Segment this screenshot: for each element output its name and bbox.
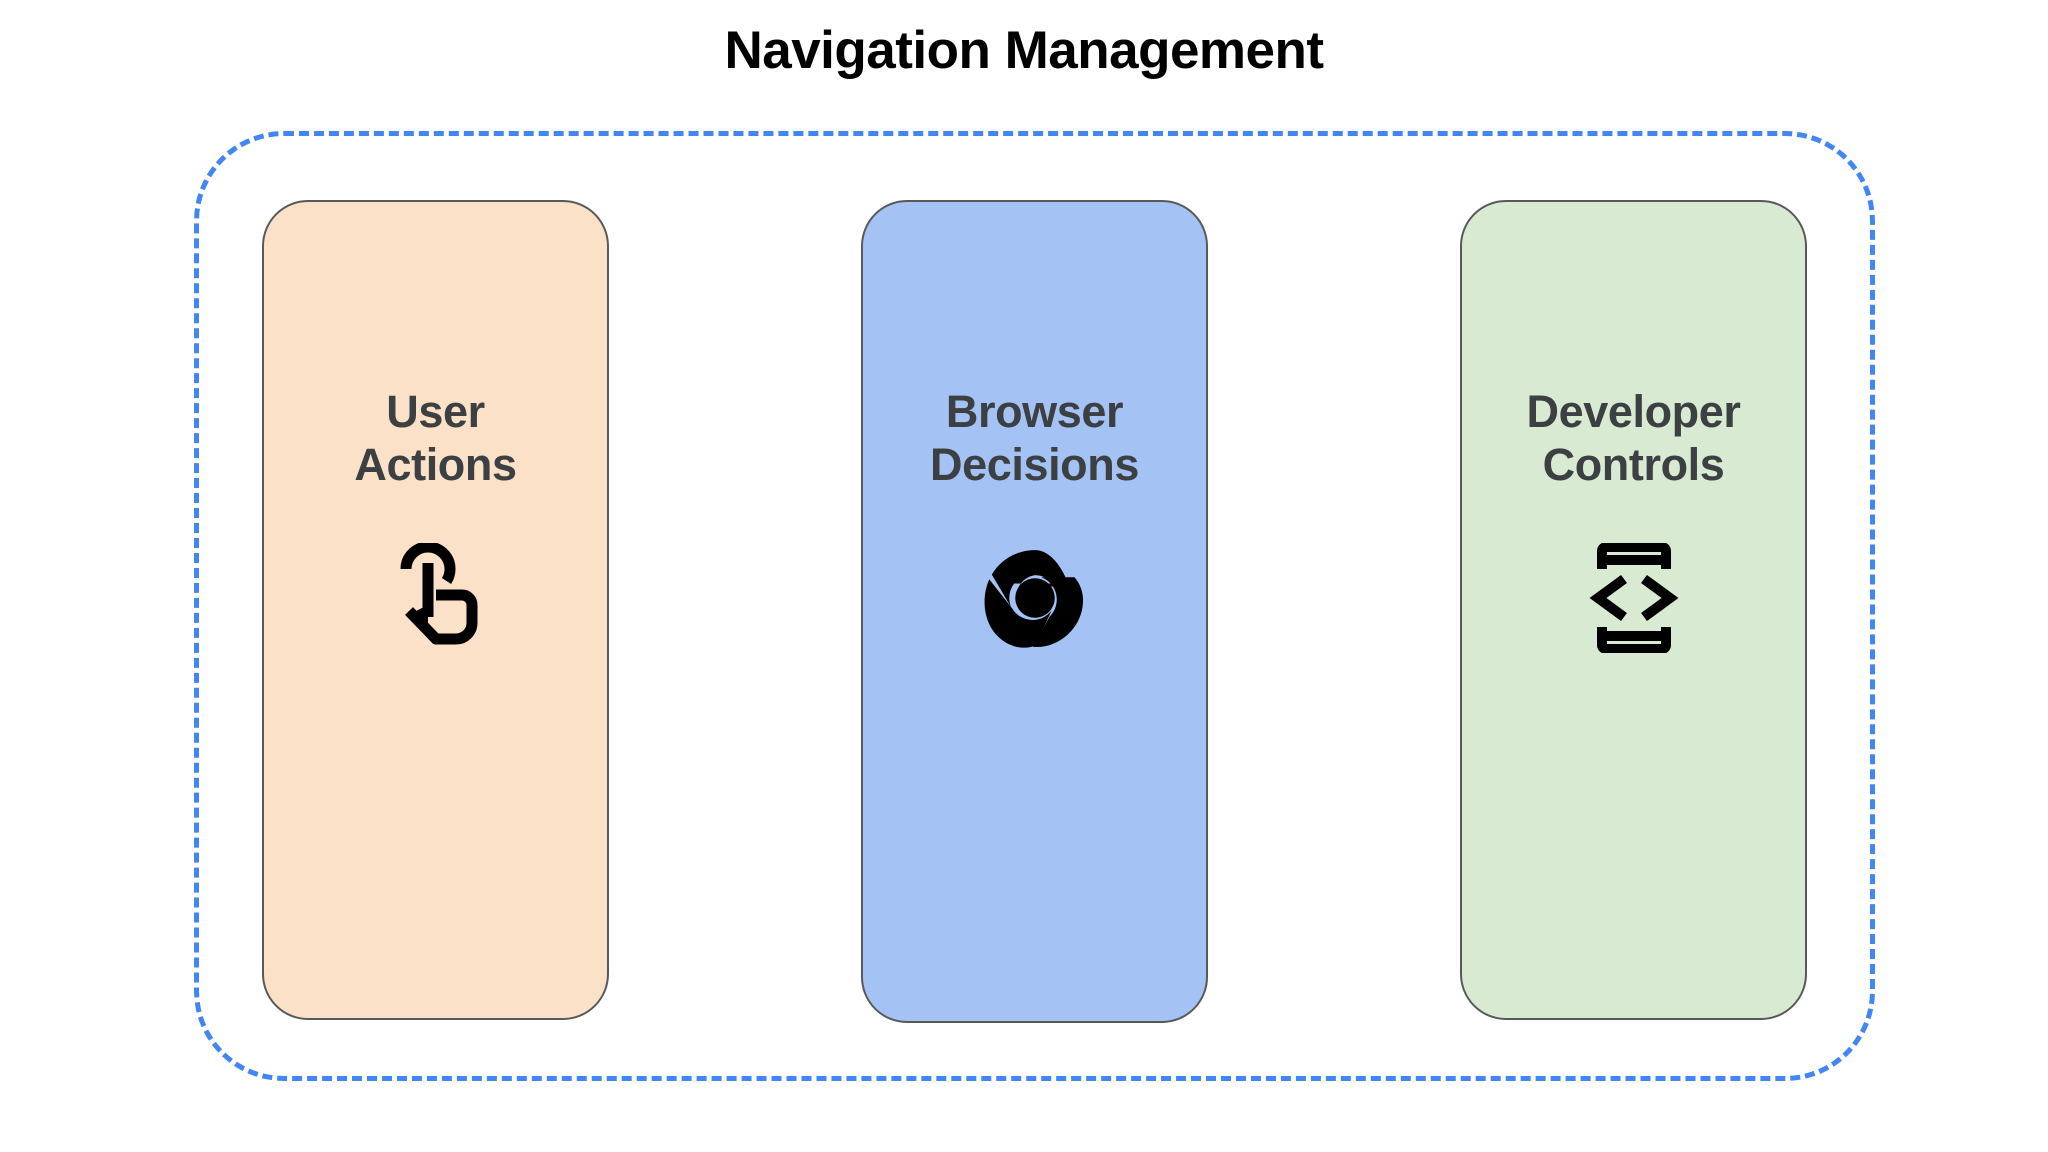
card-label-line-1: User xyxy=(386,386,485,437)
page-title: Navigation Management xyxy=(724,21,1324,80)
card-label-line-1: Browser xyxy=(945,386,1124,437)
dashed-group-boundary xyxy=(194,131,1875,1081)
card-label-line-2: Actions xyxy=(354,439,517,491)
card-label-line-2: Decisions xyxy=(930,439,1139,491)
chrome-logo-icon xyxy=(980,543,1090,653)
touch-app-icon xyxy=(381,543,491,653)
card-label-line-2: Controls xyxy=(1542,439,1725,491)
card-label-line-1: Developer xyxy=(1526,386,1741,437)
developer-mode-icon xyxy=(1579,543,1689,654)
